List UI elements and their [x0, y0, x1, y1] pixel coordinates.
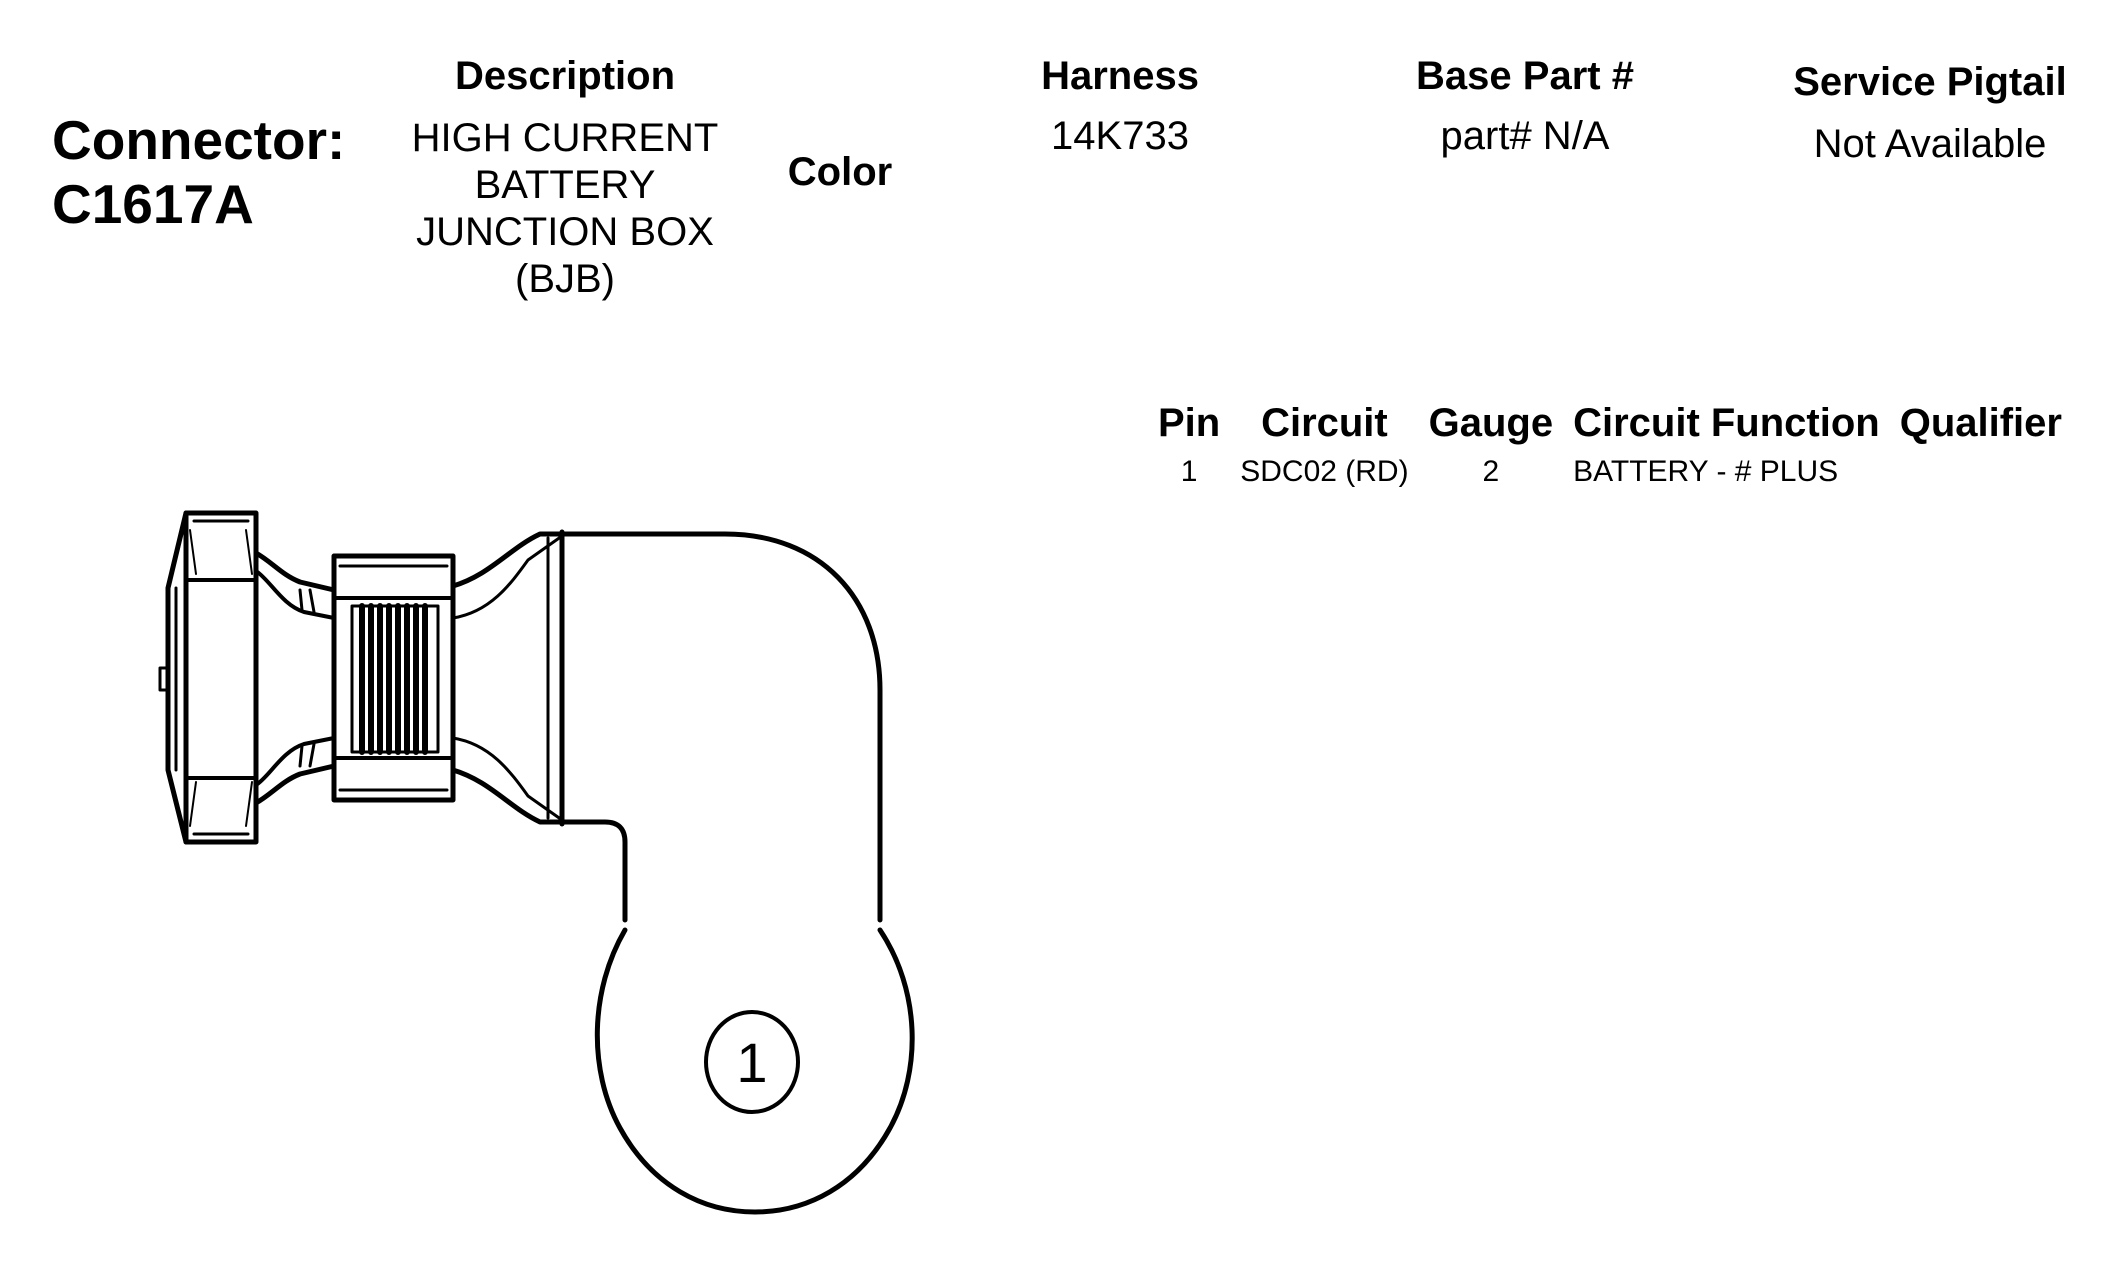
description-line: BATTERY: [474, 163, 656, 207]
qualifier-column-header: Qualifier: [1899, 401, 2062, 445]
body-transition: [450, 531, 565, 825]
gauge-cell: 2: [1482, 455, 1500, 488]
service-pigtail-header: Service Pigtail: [1793, 60, 2067, 104]
connector-id: C1617A: [52, 173, 254, 235]
circuit-column-header: Circuit: [1261, 401, 1388, 445]
description-line: JUNCTION BOX: [416, 210, 714, 254]
pin-column-header: Pin: [1158, 401, 1221, 445]
gauge-column-header: Gauge: [1428, 401, 1554, 445]
connector-neck: [253, 550, 337, 806]
harness-header: Harness: [1041, 54, 1199, 98]
description-header: Description: [454, 54, 676, 98]
table-row: 1 SDC02 (RD) 2 BATTERY - # PLUS: [1148, 449, 2072, 495]
elbow-body: [546, 529, 915, 1215]
base-part-value: part# N/A: [1440, 114, 1610, 158]
circuit-function-cell: BATTERY - # PLUS: [1573, 455, 1839, 488]
hex-nut: [158, 510, 259, 845]
description-line: (BJB): [515, 257, 615, 301]
circuit-cell: SDC02 (RD): [1240, 455, 1409, 488]
description-line: HIGH CURRENT: [411, 116, 719, 160]
ribbed-sleeve: [331, 553, 456, 803]
base-part-header: Base Part #: [1416, 54, 1634, 98]
connector-label: Connector:: [52, 109, 346, 171]
circuit-function-column-header: Circuit Function: [1573, 401, 1880, 445]
pin-number-label: 1: [736, 1031, 767, 1094]
pin-table-header-row: Pin Circuit Gauge Circuit Function Quali…: [1148, 397, 2072, 449]
service-pigtail-value: Not Available: [1813, 122, 2047, 166]
pin-1-marker: 1: [704, 1010, 800, 1114]
color-header: Color: [787, 150, 893, 194]
description-value: HIGH CURRENT BATTERY JUNCTION BOX (BJB): [380, 115, 750, 303]
pin-table: Pin Circuit Gauge Circuit Function Quali…: [1148, 397, 2072, 495]
harness-value: 14K733: [1051, 114, 1189, 158]
connector-title: Connector: C1617A: [52, 108, 345, 236]
pin-cell: 1: [1180, 455, 1198, 488]
